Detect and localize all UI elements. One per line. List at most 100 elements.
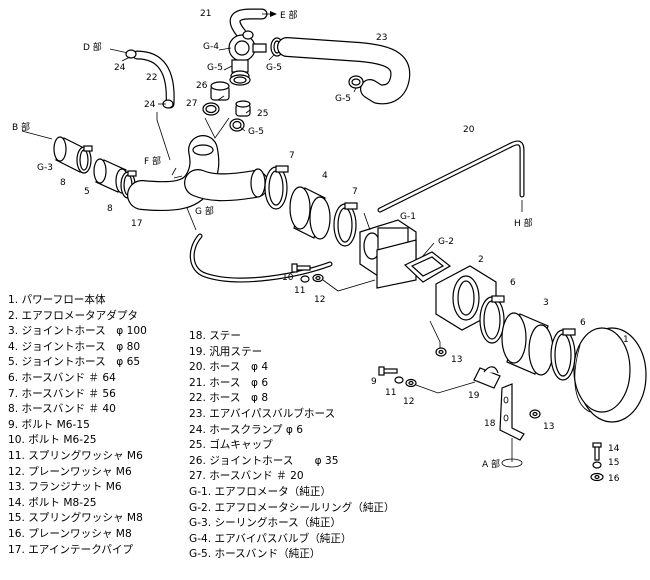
legend-item: 7. ホースバンド ＃ 56 [8,387,116,400]
legend-item: 26. ジョイントホース φ 35 [189,454,339,467]
washer-12-upper [312,273,324,283]
legend-item: 19. 汎用ステー [189,345,263,358]
section-label-f: F 部 [144,155,161,167]
legend-item: 17. エアインテークパイプ [8,543,134,556]
callout-23: 23 [376,33,387,43]
leader-12-upper [322,279,376,292]
callout-25: 25 [257,109,268,119]
callout-14: 14 [608,444,620,454]
legend-item: 21. ホース φ 6 [189,376,269,389]
callout-15: 15 [608,458,619,468]
bypass-valve-g4 [228,30,267,82]
callout-g5-c: G-5 [335,94,351,104]
leader-26-27 [204,117,230,139]
hose-22 [109,48,175,109]
callout-3: 3 [543,298,549,308]
hose-band-27 [202,102,220,116]
air-flow-meter-g1 [359,219,417,289]
callout-g5-a: G-5 [207,63,223,73]
callout-19: 19 [468,391,480,401]
callout-g3: G-3 [37,163,53,173]
legend-item: 15. スプリングワッシャ M8 [8,512,143,525]
parts-legend-left: 1. パワーフロー本体 2. エアフロメータアダプタ 3. ジョイントホース φ 1… [8,293,147,558]
flange-nut-13-upper [435,347,447,357]
legend-item: 9. ボルト M6-15 [8,418,90,431]
legend-item: 20. ホース φ 4 [189,361,269,374]
leader-13-upper [429,320,441,350]
legend-item: G-4. エアバイパスバルブ（純正） [189,532,352,545]
washer-12-lower [405,378,417,388]
legend-item: G-3. シーリングホース（純正） [189,517,342,530]
callout-g1: G-1 [400,212,416,222]
callout-18: 18 [484,419,496,429]
legend-item: 24. ホースクランプ φ 6 [189,423,303,436]
callout-17: 17 [131,219,142,229]
flange-nut-13-lower [529,409,541,419]
legend-item: G-1. エアフロメータ（純正） [189,485,332,498]
band-g5-mid [229,118,245,132]
legend-item: 2. エアフロメータアダプタ [8,309,139,322]
callout-g5-d: G-5 [248,127,264,137]
legend-item: 8. ホースバンド ＃ 40 [8,403,116,416]
leader-g [186,207,197,231]
legend-item: 27. ホースバンド ＃ 20 [189,470,304,483]
legend-item: 3. ジョイントホース φ 100 [8,325,147,338]
callout-7-a: 7 [289,151,295,161]
legend-item: 25. ゴムキャップ [189,439,273,452]
bolt-14 [592,442,602,461]
callout-10: 10 [282,273,294,283]
callout-9: 9 [371,377,377,387]
legend-item: 13. フランジナット M6 [8,481,122,494]
legend-item: 11. スプリングワッシャ M6 [8,449,143,462]
callout-21: 21 [200,9,211,19]
section-label-d: D 部 [83,41,102,53]
joint-hose-26 [210,81,230,101]
callout-labels: 21 E 部 23 G-4 G-5 G-5 G-5 D 部 24 22 26 2… [12,9,629,484]
legend-item: 1. パワーフロー本体 [8,294,106,306]
callout-22: 22 [146,73,157,83]
callout-16: 16 [608,474,620,484]
callout-12-a: 12 [314,295,325,305]
leader-12-lower [415,381,476,394]
callout-24-b: 24 [144,100,156,110]
callout-g2: G-2 [438,237,454,247]
callout-24-a: 24 [114,63,126,73]
callout-13-b: 13 [543,422,554,432]
callout-12-b: 12 [403,397,414,407]
spring-washer-15 [592,461,602,469]
legend-item: 5. ジョイントホース φ 65 [8,356,141,369]
callout-4: 4 [322,171,328,181]
callout-8-a: 8 [60,178,66,188]
joint-hose-3 [501,312,554,376]
callout-1: 1 [623,335,629,345]
section-label-e: E 部 [280,9,298,21]
mount-a [501,458,523,468]
legend-item: 14. ボルト M8-25 [8,496,97,509]
legend-item: G-5. ホースバンド（純正） [189,548,321,561]
hose-band-6-right [550,328,576,381]
legend-item: G-2. エアフロメータシールリング（純正） [189,501,395,514]
hose-20 [189,140,525,283]
callout-6-a: 6 [510,278,516,288]
callout-11-b: 11 [385,388,396,398]
callout-5: 5 [84,187,90,197]
callout-6-b: 6 [580,318,586,328]
legend-item: 12. プレーンワッシャ M6 [8,465,132,478]
callout-7-b: 7 [352,187,358,197]
callout-g5-b: G-5 [266,63,282,73]
legend-item: 16. プレーンワッシャ M8 [8,527,132,540]
bypass-valve-hose-23 [277,37,411,105]
band-g5-top-left [229,74,251,86]
callout-13-a: 13 [451,355,462,365]
callout-8-b: 8 [107,204,113,214]
joint-hose-4 [289,186,331,240]
bolt-10 [291,263,311,273]
callout-11-a: 11 [294,286,305,296]
rubber-cap-25 [235,100,251,117]
air-intake-pipe-17 [127,135,269,212]
legend-item: 18. ステー [189,330,241,342]
legend-item: 6. ホースバンド ＃ 64 [8,371,116,384]
